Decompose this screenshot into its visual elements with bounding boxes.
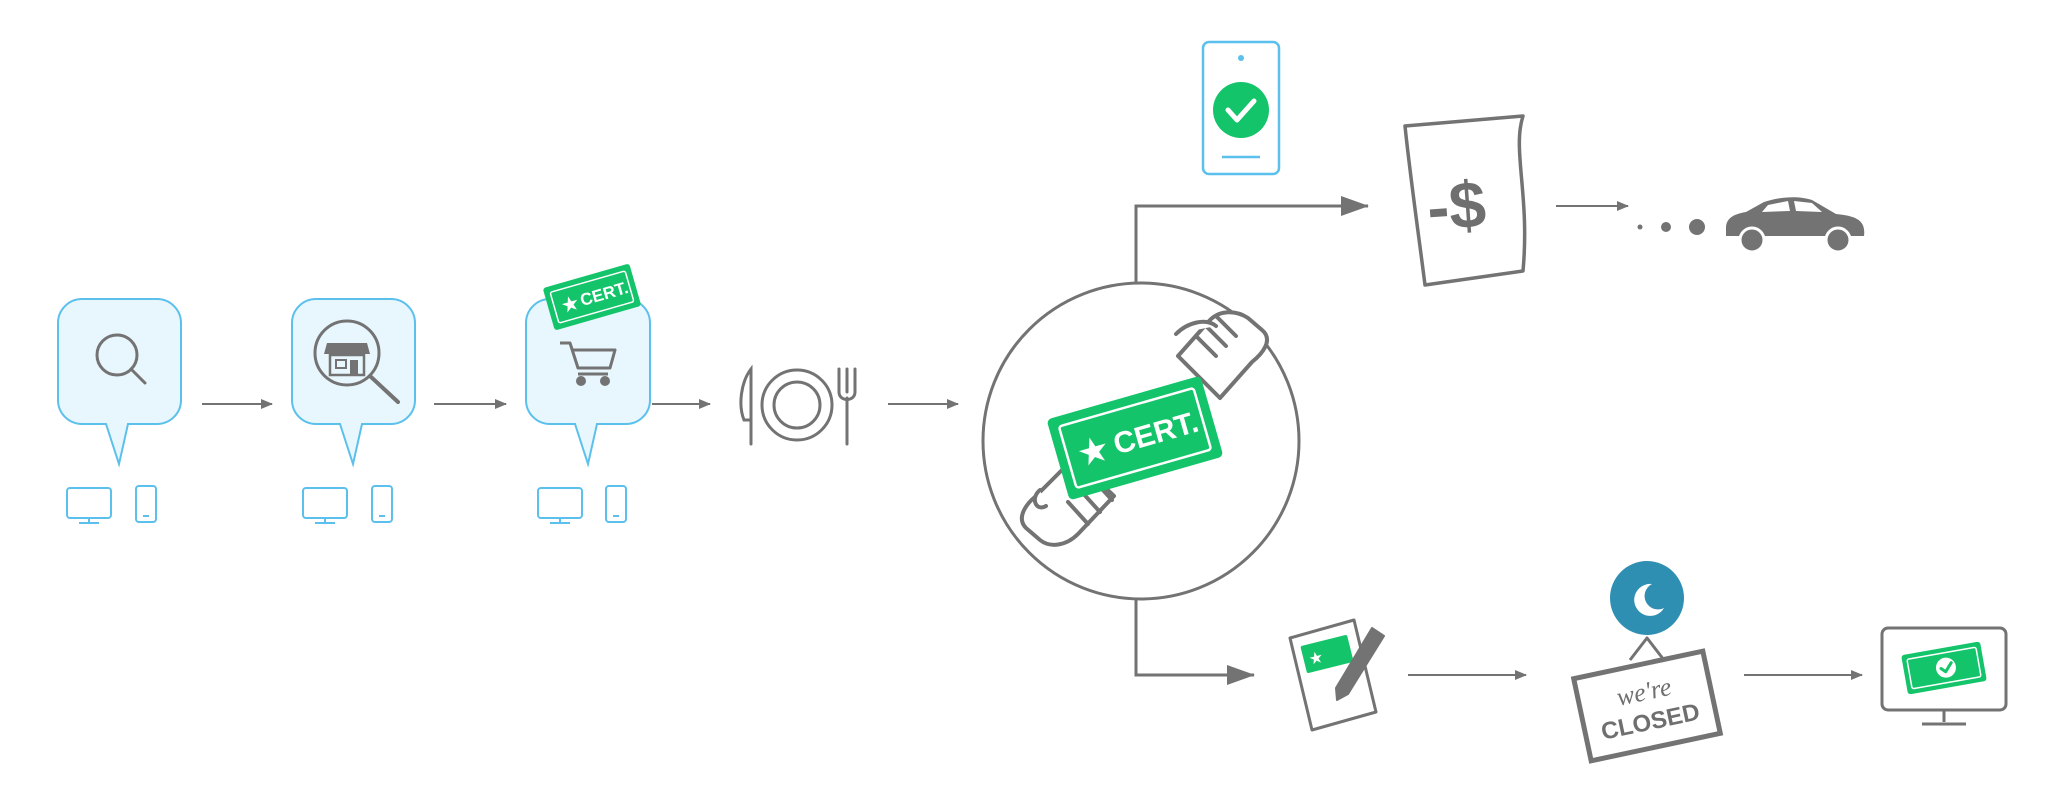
gift-certificate-icon: ★ CERT. [1047, 376, 1223, 500]
arrow-redeem-to-note [1134, 599, 1255, 685]
step-search [57, 298, 182, 524]
receipt-icon: -$ [1403, 114, 1527, 287]
desktop-icon [537, 487, 583, 524]
monitor-certificate-icon [1880, 626, 2008, 726]
search-bubble [57, 298, 182, 468]
plate-utensils-icon [739, 364, 857, 446]
car-icon [1726, 197, 1865, 254]
closed-sign-icon: we're CLOSED [1570, 561, 1724, 764]
phone-icon [605, 485, 627, 523]
step-cart: ★ CERT. [525, 264, 651, 524]
notepad-pen-icon: ★ [1288, 618, 1385, 732]
phone-check-icon [1201, 40, 1281, 176]
step-store-search [291, 298, 416, 524]
arrow-redeem-to-payment [1134, 196, 1369, 283]
desktop-icon [302, 487, 348, 524]
money-label: -$ [1425, 167, 1489, 245]
store-search-icon [313, 319, 400, 404]
store-search-bubble [291, 298, 416, 468]
desktop-icon [66, 487, 112, 524]
shopping-cart-icon [560, 341, 617, 386]
redeem-certificate-circle: ★ CERT. [981, 281, 1301, 601]
search-icon [95, 333, 147, 385]
phone-icon [371, 485, 393, 523]
gift-certificate-icon: ★ CERT. [543, 264, 641, 330]
svg-text:★: ★ [560, 292, 582, 316]
hand-icon [1174, 310, 1269, 400]
travel-dots [1637, 219, 1705, 235]
cart-bubble [525, 298, 651, 468]
svg-text:★: ★ [1308, 648, 1324, 667]
moon-icon [1610, 561, 1684, 635]
phone-icon [135, 485, 157, 523]
